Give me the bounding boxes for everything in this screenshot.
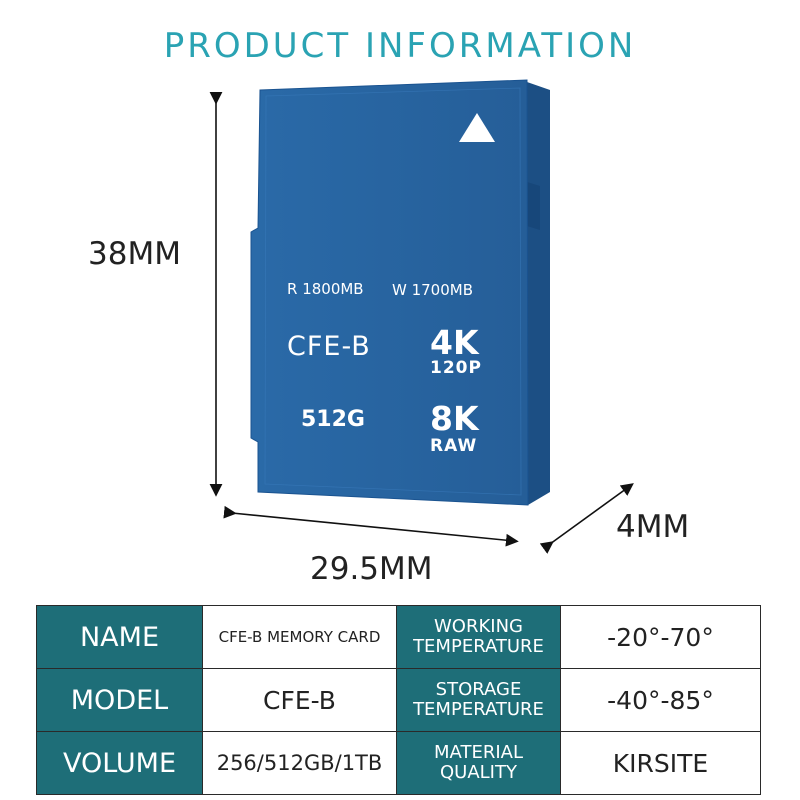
width-arrow [223, 505, 519, 547]
depth-arrow [539, 483, 634, 554]
table-row: NAME CFE-B MEMORY CARD WORKING TEMPERATU… [36, 605, 761, 669]
card-type: CFE-B [287, 331, 371, 362]
spec-value-volume: 256/512GB/1TB [202, 731, 397, 795]
width-label: 29.5MM [310, 551, 433, 587]
table-row: MODEL CFE-B STORAGE TEMPERATURE -40°-85° [36, 668, 761, 732]
card-write-speed: W 1700MB [392, 281, 474, 299]
spec-label-storage-temp: STORAGE TEMPERATURE [396, 668, 561, 732]
card-capacity: 512G [301, 407, 365, 432]
card-8k-label: 8K [430, 399, 479, 438]
spec-label-model: MODEL [36, 668, 203, 732]
card-body [250, 79, 529, 506]
table-row: VOLUME 256/512GB/1TB MATERIAL QUALITY KI… [36, 731, 761, 795]
depth-label: 4MM [616, 509, 690, 545]
insert-direction-triangle [459, 113, 495, 142]
card-4k-label: 4K [430, 323, 479, 362]
spec-label-volume: VOLUME [36, 731, 203, 795]
card-8k-sub: RAW [430, 436, 478, 456]
product-illustration [209, 79, 634, 554]
card-notch [527, 182, 540, 230]
spec-label-material: MATERIAL QUALITY [396, 731, 561, 795]
card-read-speed: R 1800MB [287, 280, 364, 298]
height-label: 38MM [88, 236, 181, 272]
spec-value-material: KIRSITE [560, 731, 761, 795]
spec-value-model: CFE-B [202, 668, 397, 732]
spec-label-name: NAME [36, 605, 203, 669]
card-4k-sub: 120P [430, 358, 482, 378]
card-side [527, 82, 550, 505]
spec-label-working-temp: WORKING TEMPERATURE [396, 605, 561, 669]
spec-value-storage-temp: -40°-85° [560, 668, 761, 732]
spec-value-name: CFE-B MEMORY CARD [202, 605, 397, 669]
spec-table: NAME CFE-B MEMORY CARD WORKING TEMPERATU… [36, 605, 761, 795]
page-title: PRODUCT INFORMATION [163, 26, 637, 66]
spec-value-working-temp: -20°-70° [560, 605, 761, 669]
